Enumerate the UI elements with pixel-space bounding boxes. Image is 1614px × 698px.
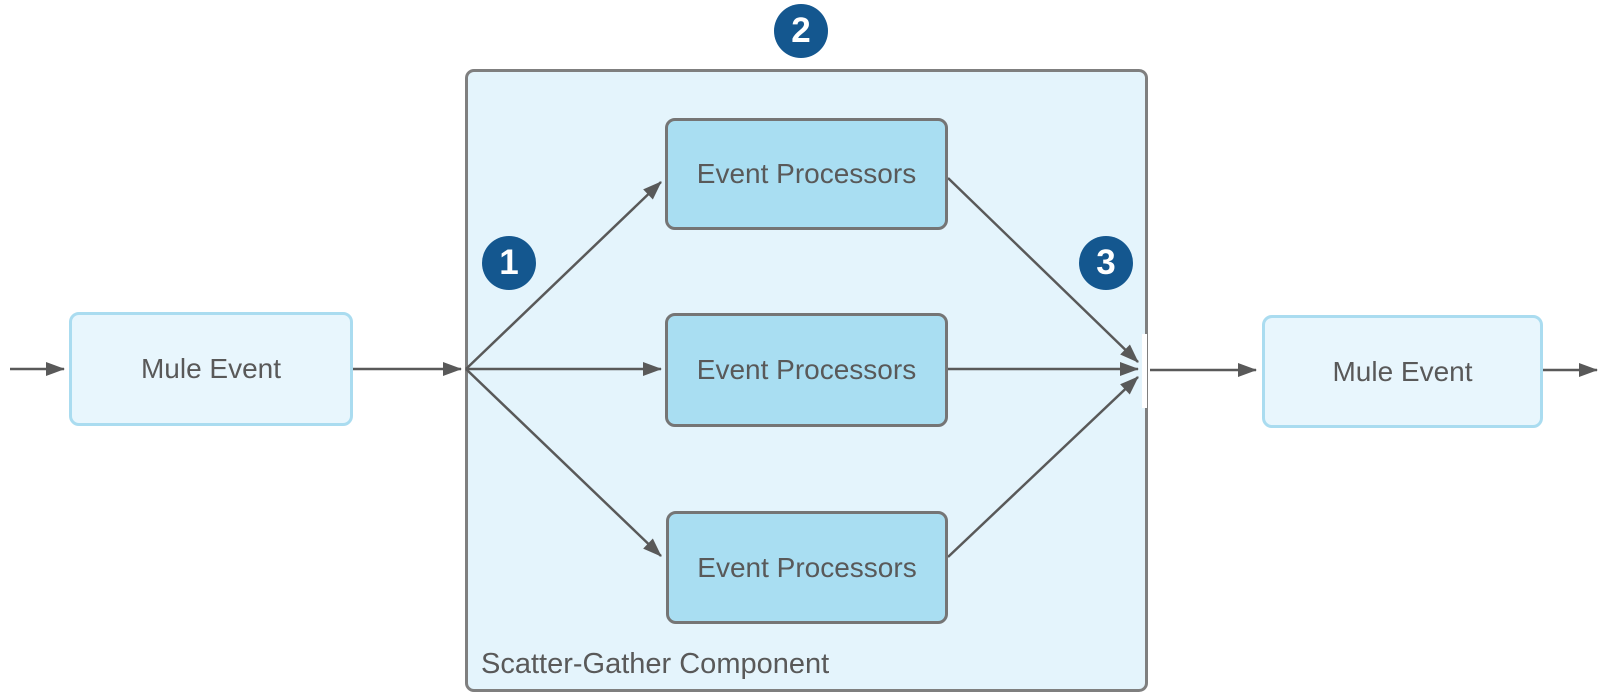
- step-2-badge: 2: [774, 4, 828, 58]
- mule-event-output-label: Mule Event: [1332, 355, 1473, 387]
- event-processors-middle-label: Event Processors: [696, 354, 917, 385]
- step-1-badge: 1: [482, 236, 536, 290]
- step-3-number: 3: [1096, 243, 1116, 282]
- event-processors-bottom-label: Event Processors: [697, 551, 917, 583]
- mule-event-input-node: Mule Event: [69, 312, 353, 426]
- event-processors-bottom-node: Event Processors: [666, 511, 948, 624]
- scatter-gather-label: Scatter-Gather Component: [481, 648, 830, 680]
- event-processors-top-node: Event Processors: [665, 118, 948, 230]
- arrow-bottom-processor-to-gather: [947, 376, 1139, 558]
- gather-bar: [1142, 334, 1147, 408]
- step-2-number: 2: [791, 11, 811, 50]
- event-processors-top-label: Event Processors: [696, 158, 917, 189]
- step-1-number: 1: [499, 243, 519, 282]
- mule-event-output-node: Mule Event: [1262, 315, 1543, 428]
- arrow-top-processor-to-gather: [947, 177, 1139, 363]
- arrow-scatter-to-bottom-processor: [465, 368, 662, 557]
- mule-event-input-label: Mule Event: [140, 353, 282, 384]
- step-3-badge: 3: [1079, 236, 1133, 290]
- arrow-scatter-to-top-processor: [465, 181, 662, 370]
- event-processors-middle-node: Event Processors: [665, 313, 948, 427]
